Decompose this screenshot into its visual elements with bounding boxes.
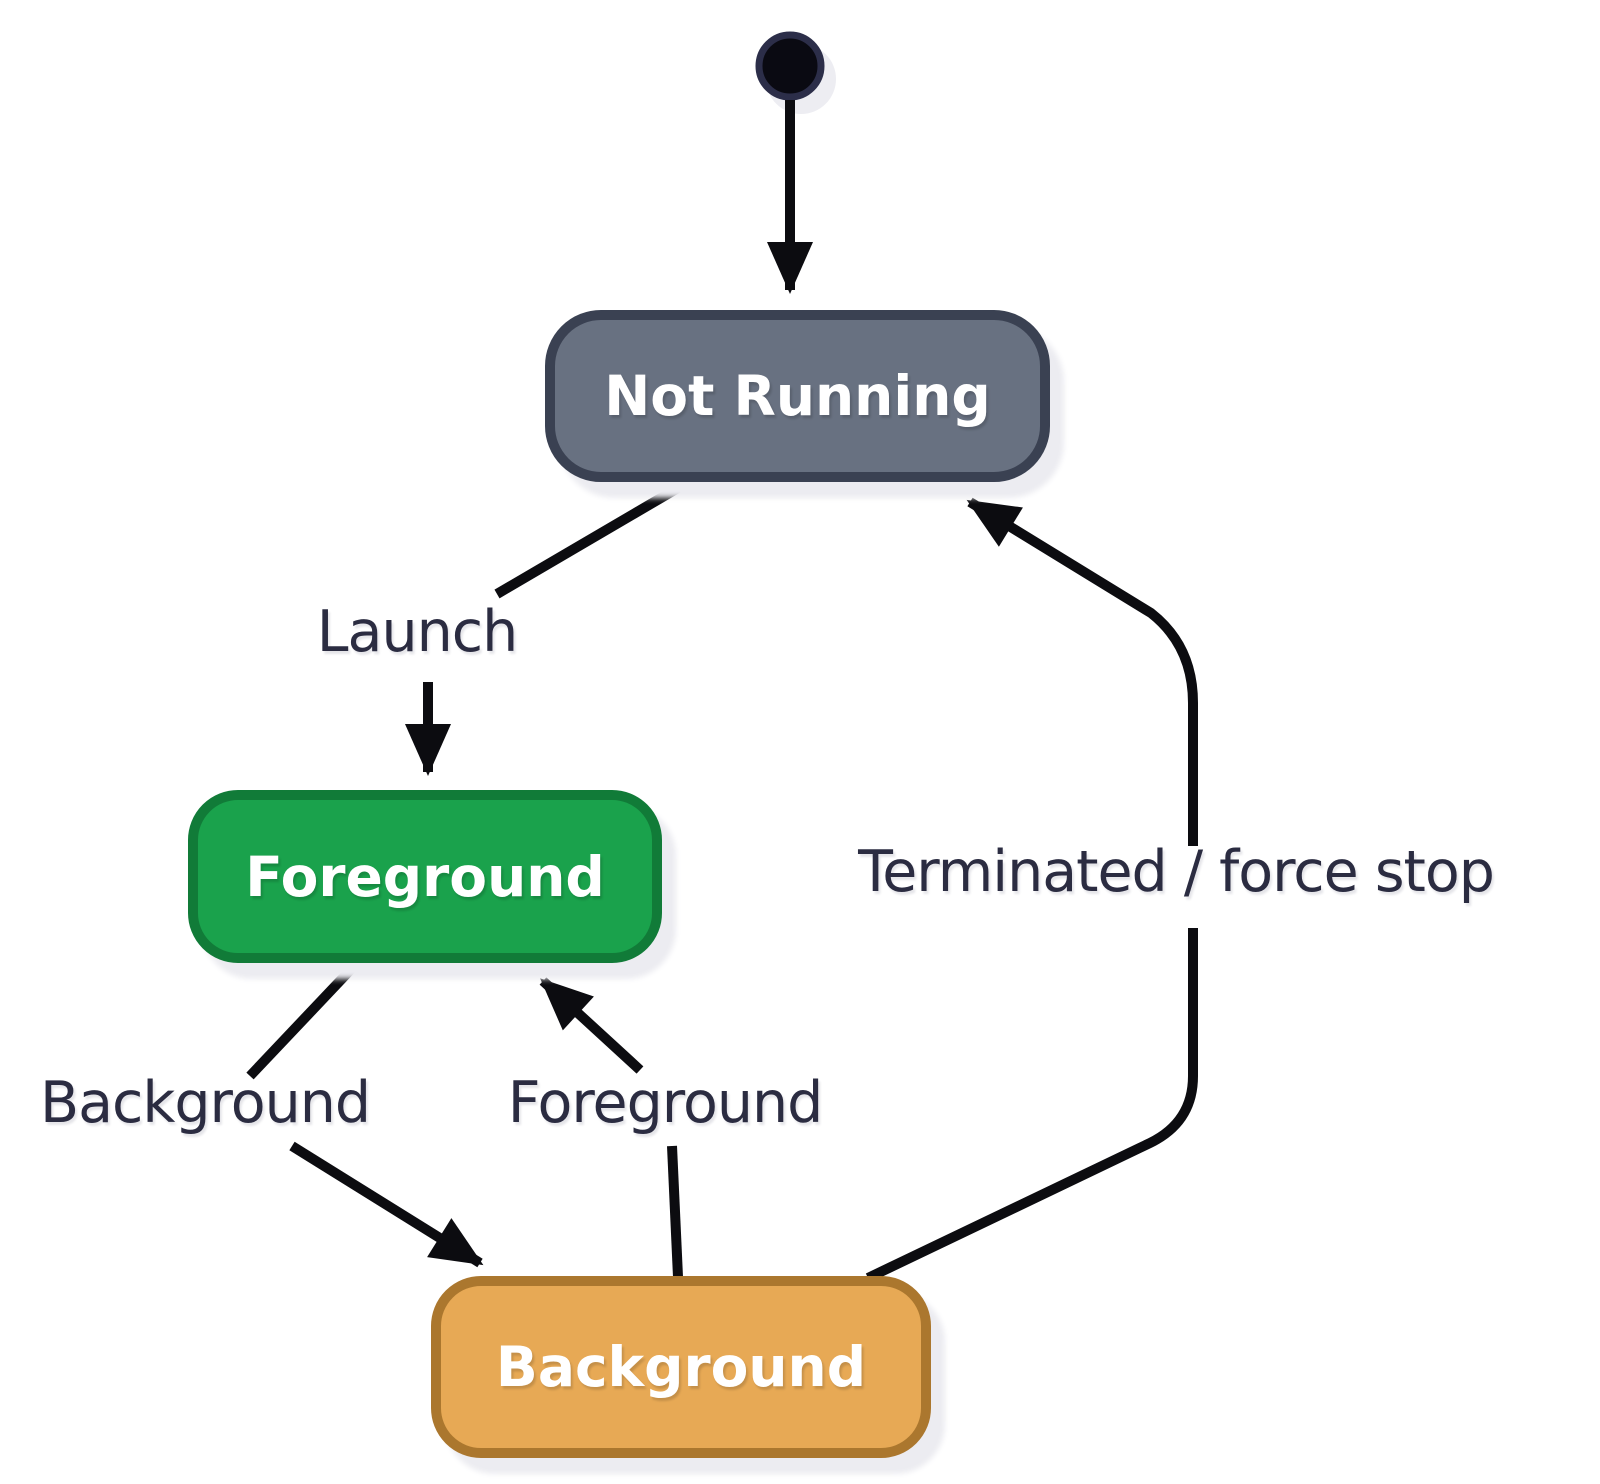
edge-to-foreground-lower-segment [667,1145,683,1278]
edge-launch-upper-segment [494,483,681,599]
state-background: Background [431,1276,931,1458]
state-foreground-label: Foreground [245,844,605,909]
edge-to-background-lower-segment [289,1141,484,1268]
edge-label-launch: Launch [316,599,518,665]
initial-state-icon [755,31,825,101]
state-foreground: Foreground [188,790,662,963]
edge-label-foreground: Foreground [507,1070,824,1136]
state-not-running: Not Running [545,310,1050,482]
edge-label-terminated-force-stop: Terminated / force stop [858,839,1495,905]
edge-terminated-lower-segment [865,928,1198,1283]
edge-to-background-upper-segment [246,960,360,1080]
edge-terminated-upper-segment [966,497,1198,846]
edge-to-foreground-upper-segment [539,977,644,1074]
state-not-running-label: Not Running [604,364,991,428]
edge-label-background: Background [39,1070,371,1136]
state-background-label: Background [495,1335,867,1399]
